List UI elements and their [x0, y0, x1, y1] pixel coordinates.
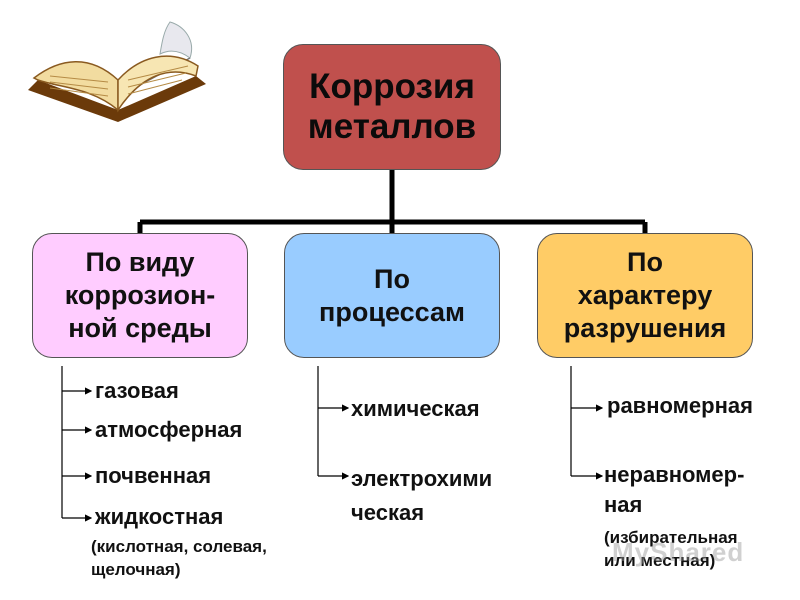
dmg-item-nonuniform: неравномер- ная	[604, 462, 745, 517]
proc-item-electrochemical: электрохими ческая	[351, 466, 493, 525]
env-item-liquid: жидкостная	[95, 504, 224, 529]
env-item-soil: почвенная	[95, 463, 212, 488]
category-environment-label: По виду коррозион- ной среды	[64, 247, 216, 343]
dmg-item-uniform: равномерная	[607, 393, 753, 418]
root-node-corrosion: Коррозия металлов	[283, 44, 501, 170]
category-process-label: По процессам	[319, 263, 465, 327]
category-damage-label: По характеру разрушения	[563, 247, 727, 343]
proc-item-chemical: химическая	[351, 396, 480, 421]
env-item-atmospheric: атмосферная	[95, 417, 243, 442]
open-book-with-quill-icon	[28, 21, 206, 122]
category-environment: По виду коррозион- ной среды	[32, 233, 248, 358]
env-item-gas: газовая	[95, 378, 179, 403]
category-process: По процессам	[284, 233, 500, 358]
watermark: MyShared	[612, 537, 745, 567]
category-damage: По характеру разрушения	[537, 233, 753, 358]
root-title: Коррозия металлов	[307, 67, 477, 146]
dmg-nonuniform-note: (избирательная или местная)	[604, 528, 738, 570]
env-liquid-note: (кислотная, солевая, щелочная)	[91, 537, 267, 579]
